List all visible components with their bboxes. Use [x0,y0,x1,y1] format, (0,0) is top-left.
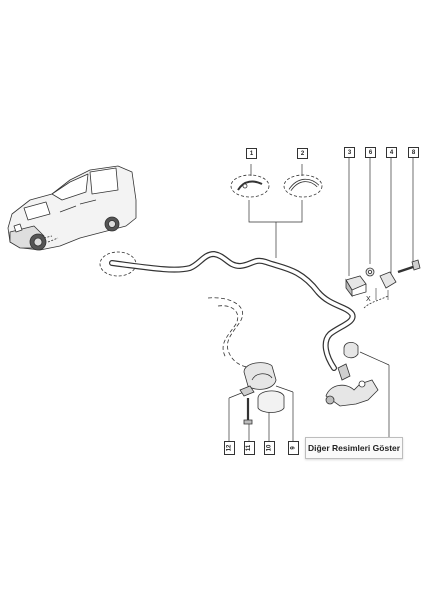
dimension-x-label: X [366,296,371,303]
callout-12: 12 [224,441,235,455]
clip-detail-2 [283,174,323,198]
callout-8: 8 [408,147,419,158]
callout-2-text: 2 [300,150,305,157]
callout-4-text: 4 [389,149,394,156]
clip-detail-1 [230,174,270,198]
leader-lines [228,158,414,442]
callout-9-text: 9 [290,446,297,450]
callout-3: 3 [344,147,355,158]
left-mount [207,297,285,425]
callout-4: 4 [386,147,397,158]
right-hardware [345,259,421,309]
callout-3-text: 3 [347,149,352,156]
callout-6-text: 6 [368,149,373,156]
callout-1: 1 [246,148,257,159]
callout-11: 11 [244,441,255,455]
callout-1-text: 1 [249,150,254,157]
van-illustration [7,165,137,251]
callout-12-text: 12 [226,444,233,452]
right-mount [325,342,379,407]
stabilizer-bar [109,251,356,371]
callout-11-text: 11 [246,444,253,452]
callout-2: 2 [297,148,308,159]
callout-8-text: 8 [411,149,416,156]
callout-9: 9 [288,441,299,455]
show-more-images-button[interactable]: Diğer Resimleri Göster [305,437,403,459]
callout-10: 10 [264,441,275,455]
callout-10-text: 10 [266,444,273,452]
callout-6: 6 [365,147,376,158]
